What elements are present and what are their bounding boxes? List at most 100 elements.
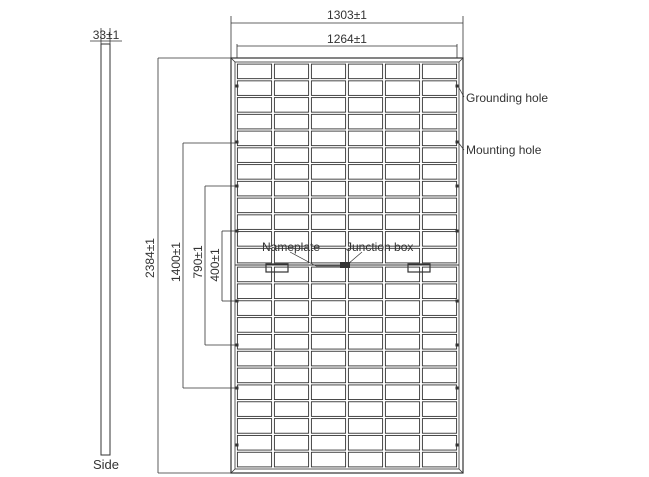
solar-cell — [236, 113, 273, 130]
solar-cell — [384, 80, 421, 96]
solar-cell — [347, 164, 384, 180]
solar-cell — [347, 418, 384, 434]
solar-cell — [310, 197, 347, 214]
solar-cell — [347, 350, 384, 367]
solar-cell — [384, 317, 421, 333]
solar-cell — [347, 180, 384, 197]
solar-cell — [273, 401, 310, 417]
solar-cell — [273, 300, 310, 316]
solar-cell — [347, 130, 384, 147]
solar-cell — [310, 63, 347, 80]
solar-cell — [236, 231, 273, 247]
solar-cell — [384, 300, 421, 316]
solar-cell — [273, 164, 310, 180]
solar-cell — [421, 266, 458, 283]
solar-cell — [421, 418, 458, 434]
solar-cell — [384, 384, 421, 401]
grounding-hole-leader — [457, 85, 465, 98]
solar-cell — [421, 214, 458, 230]
frame-hole — [235, 386, 239, 390]
solar-cell — [236, 283, 273, 300]
solar-cell — [347, 80, 384, 96]
frame-hole — [235, 140, 239, 144]
frame-hole — [455, 299, 459, 303]
solar-cell — [347, 317, 384, 333]
solar-cell — [236, 451, 273, 468]
solar-cell — [421, 367, 458, 384]
solar-cell — [421, 333, 458, 350]
frame-hole — [455, 184, 459, 188]
solar-cell — [347, 113, 384, 130]
frame-hole — [455, 386, 459, 390]
solar-cell — [236, 333, 273, 350]
solar-cell — [310, 401, 347, 417]
solar-cell — [236, 401, 273, 417]
solar-cell — [347, 300, 384, 316]
solar-cell — [273, 317, 310, 333]
solar-cell — [236, 350, 273, 367]
dim1400-label: 1400±1 — [169, 242, 183, 282]
solar-cell — [310, 180, 347, 197]
solar-cell — [347, 434, 384, 451]
solar-cell — [384, 164, 421, 180]
solar-cell — [347, 231, 384, 247]
solar-cell — [384, 418, 421, 434]
frame-hole — [455, 229, 459, 233]
solar-cell — [384, 266, 421, 283]
solar-cell — [421, 197, 458, 214]
nameplate-leader — [289, 251, 317, 267]
solar-cell — [273, 350, 310, 367]
junction-box-left — [265, 263, 289, 273]
frame-hole — [455, 140, 459, 144]
solar-cell — [347, 247, 384, 264]
frame-hole — [235, 84, 239, 88]
panel-frame-outer — [230, 57, 464, 474]
solar-cell — [273, 247, 310, 264]
solar-cell — [347, 63, 384, 80]
solar-cell — [384, 451, 421, 468]
solar-cell — [421, 130, 458, 147]
side-profile — [100, 43, 111, 456]
solar-cell — [421, 300, 458, 316]
solar-cell — [384, 333, 421, 350]
solar-cell — [310, 80, 347, 96]
solar-cell — [273, 333, 310, 350]
solar-cell — [384, 350, 421, 367]
frame-corner-tr — [458, 57, 464, 63]
solar-cell — [347, 451, 384, 468]
thickness-label: 33±1 — [93, 28, 120, 42]
solar-cell — [421, 451, 458, 468]
solar-cell — [310, 164, 347, 180]
frame-corner-br — [458, 468, 464, 474]
mounting-hole-label: Mounting hole — [466, 143, 542, 157]
solar-cell — [421, 247, 458, 264]
solar-cell — [310, 283, 347, 300]
frame-hole — [455, 443, 459, 447]
frame-corner-bl — [230, 468, 236, 474]
solar-cell — [421, 317, 458, 333]
solar-cell — [273, 418, 310, 434]
solar-cell — [421, 283, 458, 300]
solar-cell — [236, 317, 273, 333]
solar-cell — [384, 367, 421, 384]
solar-cell — [347, 384, 384, 401]
solar-cell — [347, 214, 384, 230]
solar-cell — [236, 130, 273, 147]
solar-cell — [236, 300, 273, 316]
height-dimensions: 2384±1 1400±1 790±1 400±1 — [143, 57, 236, 474]
panel-frame-inner — [234, 61, 460, 470]
inner-width-label: 1264±1 — [327, 32, 367, 46]
frame-hole — [235, 299, 239, 303]
solar-cell — [384, 97, 421, 113]
side-view: 33±1 Side — [90, 28, 122, 472]
solar-cell — [384, 434, 421, 451]
solar-cell — [273, 214, 310, 230]
solar-cell — [310, 434, 347, 451]
solar-cell — [384, 231, 421, 247]
solar-cell — [347, 147, 384, 163]
solar-cell — [273, 231, 310, 247]
solar-cell — [421, 401, 458, 417]
solar-cell — [310, 333, 347, 350]
frame-hole — [455, 84, 459, 88]
